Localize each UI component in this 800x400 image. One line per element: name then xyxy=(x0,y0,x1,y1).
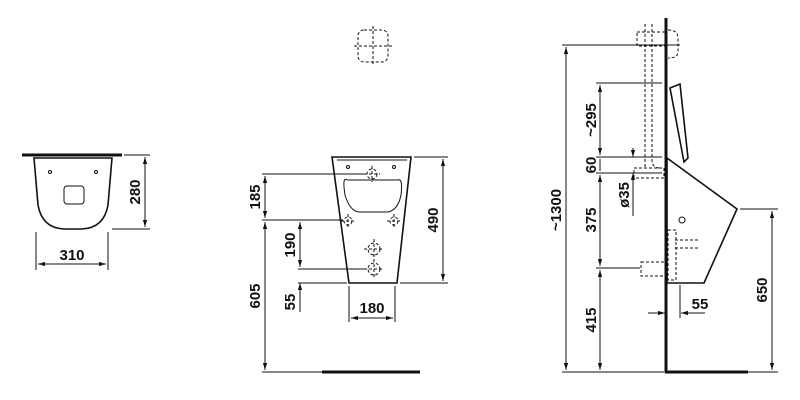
front-view: 185 605 190 55 490 180 xyxy=(247,156,448,374)
width-label: 310 xyxy=(59,247,84,264)
connection-symbol xyxy=(354,26,392,66)
urinal-front-outline xyxy=(331,156,412,284)
dim-490: 490 xyxy=(425,207,442,232)
dim-605: 605 xyxy=(247,283,264,308)
urinal-side-outline xyxy=(666,156,738,284)
drain-pipe xyxy=(640,261,666,277)
side-view: ~1300 ~295 60 375 415 ø35 55 650 xyxy=(548,18,778,374)
supply-pipe xyxy=(644,24,661,169)
depth-label: 280 xyxy=(127,179,144,204)
dim-375: 375 xyxy=(583,207,600,232)
flush-unit xyxy=(669,82,689,164)
outlet-fitting xyxy=(667,229,677,281)
dim-180: 180 xyxy=(359,300,384,317)
dim-415: 415 xyxy=(583,307,600,332)
urinal-top-outline xyxy=(33,157,113,230)
dim-190: 190 xyxy=(282,232,299,257)
bowl-opening xyxy=(343,178,403,213)
dim-1300: ~1300 xyxy=(548,189,565,231)
dim-60: 60 xyxy=(583,157,600,174)
fixing-cross-marks xyxy=(341,166,401,279)
dim-295: ~295 xyxy=(583,103,600,137)
outlet-rect xyxy=(63,185,85,205)
dim-55-side: 55 xyxy=(692,296,709,313)
dim-185: 185 xyxy=(247,184,264,209)
valve-symbol xyxy=(667,29,679,59)
dim-650: 650 xyxy=(754,277,771,302)
dim-diameter-35: ø35 xyxy=(616,182,633,208)
top-view: 280 310 xyxy=(22,153,150,270)
dim-55-front: 55 xyxy=(282,294,299,311)
